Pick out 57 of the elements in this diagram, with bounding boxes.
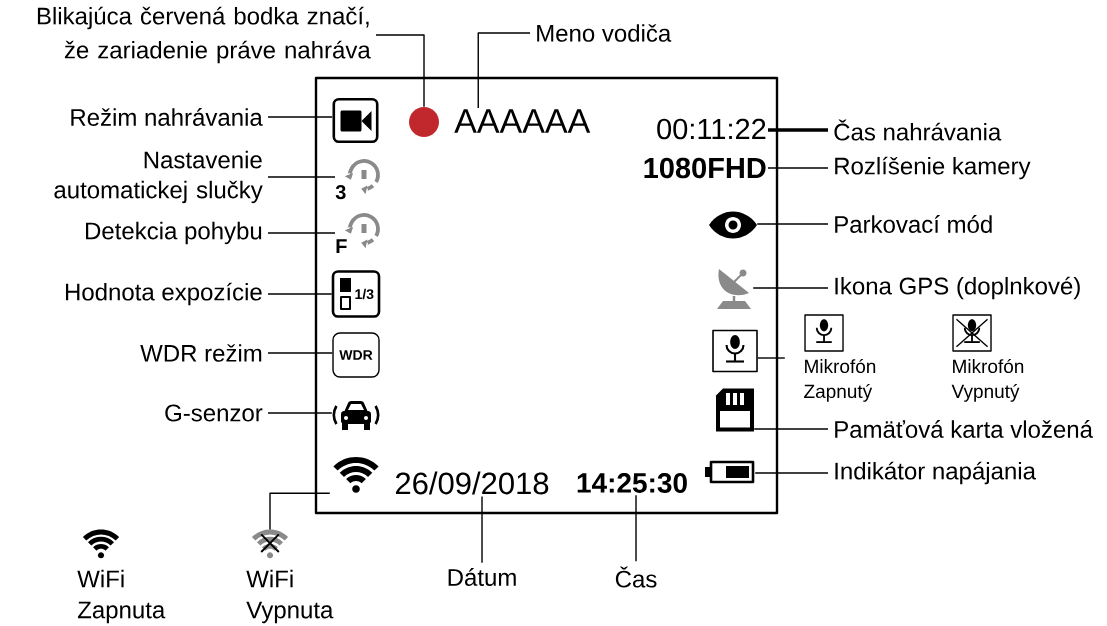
date-text: 26/09/2018 [396, 471, 549, 495]
battery-icon [705, 460, 755, 484]
callout-label: Pamäťová karta vložená [835, 420, 1093, 438]
driver-name-text: AAAAAA [454, 109, 591, 133]
resolution-text: 1080FHD [644, 157, 766, 179]
leader-line [767, 167, 829, 169]
recording-time: 00:11:22 [657, 118, 766, 140]
leader-line [267, 352, 333, 354]
callout-label: Detekcia pohybu [86, 221, 262, 245]
callout-label: WDR režim [140, 344, 262, 362]
callout-label: Blikajúca červená bodka značí, že zariadenie práve nahráva [37, 6, 371, 64]
callout-label: Čas [615, 566, 657, 588]
callout-label: Rozlíšenie kamery [835, 156, 1031, 180]
callout-label: G-senzor [165, 404, 263, 422]
icon-caption: Mikrofón Zapnutý [804, 358, 876, 402]
satellite-dish-icon [717, 269, 751, 309]
wifi-off-icon [251, 529, 289, 559]
car-icon [341, 401, 371, 430]
callout-label: Meno vodiča [537, 24, 672, 42]
callout-label: Indikátor napájania [835, 461, 1036, 485]
callout-label: Parkovací mód [835, 215, 992, 233]
leader-line [269, 492, 331, 531]
leader-line [267, 412, 333, 414]
leader-line [768, 128, 828, 132]
callout-label: Čas nahrávania [834, 119, 1002, 141]
leader-line [267, 232, 336, 234]
leader-line [752, 287, 829, 289]
leader-line [635, 494, 637, 562]
muted-microphone-icon [952, 314, 992, 352]
memory-card-icon [716, 388, 754, 432]
icon-caption: Mikrofón Vypnutý [951, 358, 1024, 402]
callout-label: Režim nahrávania [71, 108, 263, 126]
leader-line [756, 223, 829, 225]
leader-line [267, 116, 333, 118]
recording-dot [409, 107, 439, 137]
leader-line [757, 357, 786, 359]
icon-caption: WiFi Vypnuta [246, 569, 334, 624]
wifi-icon [82, 529, 120, 559]
camera-icon [332, 98, 379, 143]
callout-label: Nastavenie automatickej slučky [54, 150, 263, 204]
wifi-icon [333, 457, 379, 493]
leader-line [753, 428, 829, 430]
icon-caption: WiFi Zapnuta [77, 569, 166, 624]
screen-frame [314, 76, 779, 515]
leader-line [267, 176, 336, 178]
clock-time: 14:25:30 [577, 473, 687, 493]
leader-line [375, 34, 425, 108]
microphone-icon [712, 329, 758, 373]
leader-line [481, 495, 483, 564]
microphone-icon [804, 314, 844, 352]
callout-label: Dátum [448, 568, 516, 586]
leader-line [477, 32, 531, 109]
leader-line [754, 472, 829, 474]
eye-icon [709, 211, 757, 239]
leader-line [267, 293, 333, 295]
callout-label: Ikona GPS (doplnkové) [835, 276, 1080, 300]
callout-label: Hodnota expozície [66, 282, 262, 306]
